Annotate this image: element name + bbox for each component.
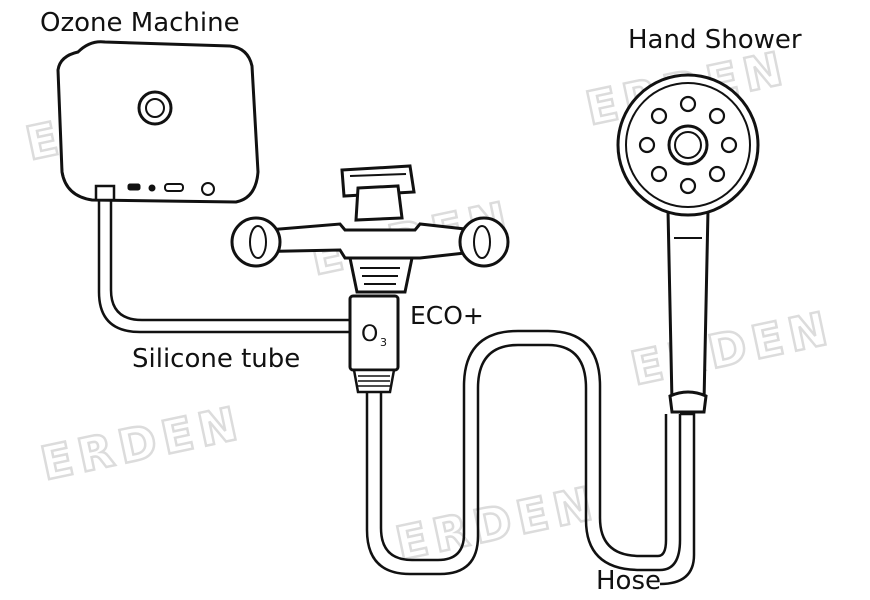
o3-symbol: O	[361, 322, 378, 347]
shower-hose	[365, 329, 696, 586]
label-hose: Hose	[596, 566, 661, 596]
watermark-5: ERDEN	[36, 395, 248, 490]
watermark-6: ERDEN	[391, 475, 603, 570]
label-ozone-machine: Ozone Machine	[40, 8, 240, 38]
silicone-tube	[97, 200, 350, 334]
o3-subscript: 3	[380, 336, 387, 349]
eco-adapter: O 3	[348, 294, 400, 394]
label-eco: ECO+	[410, 301, 484, 330]
label-hand-shower: Hand Shower	[628, 25, 802, 55]
watermark-4: ERDEN	[626, 300, 838, 395]
faucet-mixer	[230, 164, 510, 294]
ozone-machine	[56, 40, 260, 204]
hand-shower	[616, 73, 760, 414]
label-silicone-tube: Silicone tube	[132, 344, 301, 374]
